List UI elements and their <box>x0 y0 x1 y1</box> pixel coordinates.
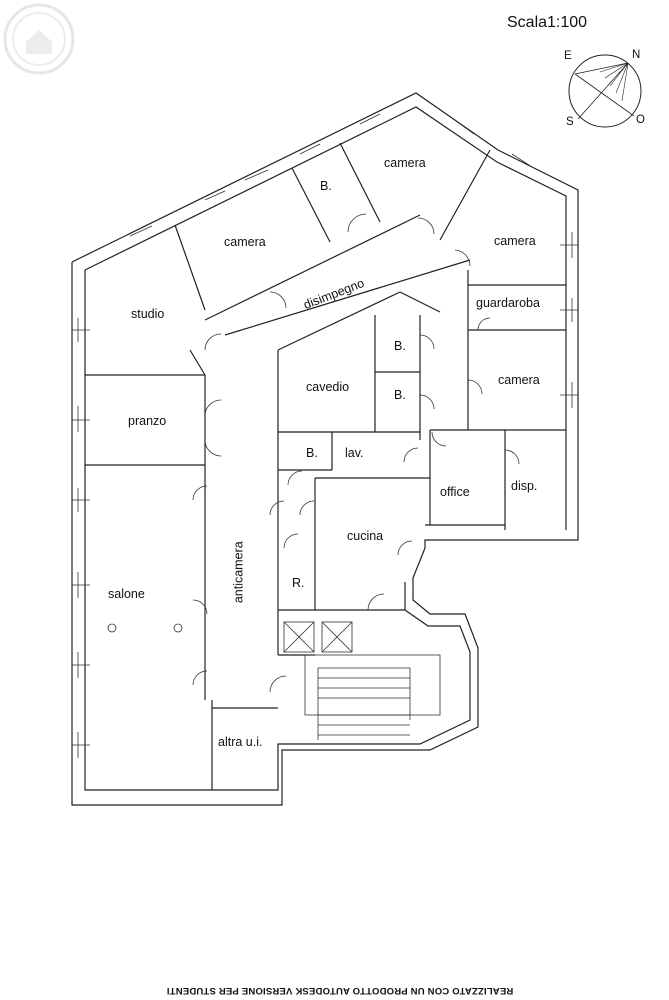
room-label-bagno-lower: B. <box>394 388 406 402</box>
room-label-bagno-north: B. <box>320 179 332 193</box>
room-label-salone: salone <box>108 587 145 601</box>
room-label-lavanderia: lav. <box>345 446 364 460</box>
room-label-cucina: cucina <box>347 529 384 543</box>
room-label-ripostiglio: R. <box>292 576 305 590</box>
scale-label: Scala1:100 <box>507 14 588 31</box>
room-label-pranzo: pranzo <box>128 414 167 428</box>
room-label-anticamera: anticamera <box>231 541 246 604</box>
compass-east-label: E <box>564 50 572 62</box>
compass-north-label: N <box>632 49 641 61</box>
room-label-camera-east: camera <box>498 373 540 387</box>
room-label-camera-northwest: camera <box>224 235 266 249</box>
autodesk-student-footer: REALIZZATO CON UN PRODOTTO AUTODESK VERS… <box>166 985 514 996</box>
room-label-cavedio: cavedio <box>306 380 350 394</box>
room-label-camera-north: camera <box>384 156 426 170</box>
room-label-camera-northeast: camera <box>494 234 536 248</box>
compass-west-label: O <box>636 114 645 126</box>
room-label-bagno-upper: B. <box>394 339 406 353</box>
room-label-altra-ui: altra u.i. <box>218 735 263 749</box>
compass-south-label: S <box>566 116 574 128</box>
room-label-bagno-service: B. <box>306 446 318 460</box>
room-label-studio: studio <box>131 307 165 321</box>
room-label-office: office <box>440 485 470 499</box>
room-label-disp: disp. <box>511 479 538 493</box>
house-logo-icon <box>2 2 76 76</box>
compass-icon <box>560 46 650 136</box>
room-label-guardaroba: guardaroba <box>476 296 540 310</box>
